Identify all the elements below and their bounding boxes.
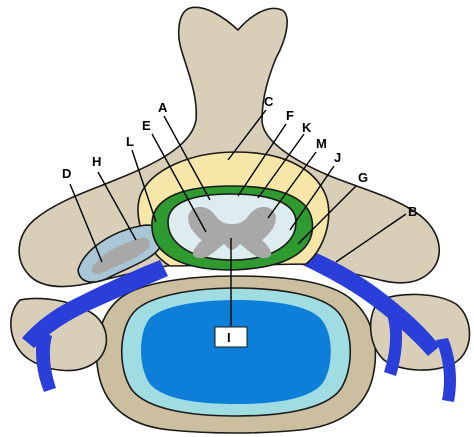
label-m: M — [316, 136, 327, 151]
leader-d — [69, 183, 103, 263]
vertebral-arch-bone — [18, 6, 440, 288]
label-f: F — [286, 108, 294, 123]
label-h: H — [92, 154, 101, 169]
right-vein-branch — [384, 316, 403, 376]
leader-a — [163, 115, 211, 201]
label-e: E — [142, 118, 151, 133]
leader-h — [97, 171, 137, 241]
label-l: L — [126, 134, 134, 149]
left-vein-branch — [36, 330, 56, 392]
left-vein — [22, 260, 168, 348]
label-b: B — [408, 204, 417, 219]
label-a: A — [158, 100, 168, 115]
leader-j — [289, 165, 335, 231]
leader-k — [257, 133, 305, 199]
nerve-root-core — [91, 237, 150, 275]
label-c: C — [264, 94, 274, 109]
grey-matter — [188, 206, 276, 259]
right-vein — [292, 246, 440, 356]
leader-l — [131, 149, 157, 223]
label-d: D — [62, 166, 71, 181]
label-g: G — [358, 170, 368, 185]
label-k: K — [302, 120, 312, 135]
disc-nucleus — [141, 300, 331, 404]
leader-f — [237, 123, 287, 197]
label-i-box — [214, 326, 248, 348]
leader-m — [267, 151, 317, 219]
leader-b — [335, 213, 407, 263]
label-i: I — [227, 330, 231, 345]
leader-c — [227, 109, 267, 161]
right-vein-branch-lower — [436, 338, 456, 402]
leader-g — [297, 185, 357, 245]
label-j: J — [334, 150, 341, 165]
leader-e — [151, 133, 207, 233]
